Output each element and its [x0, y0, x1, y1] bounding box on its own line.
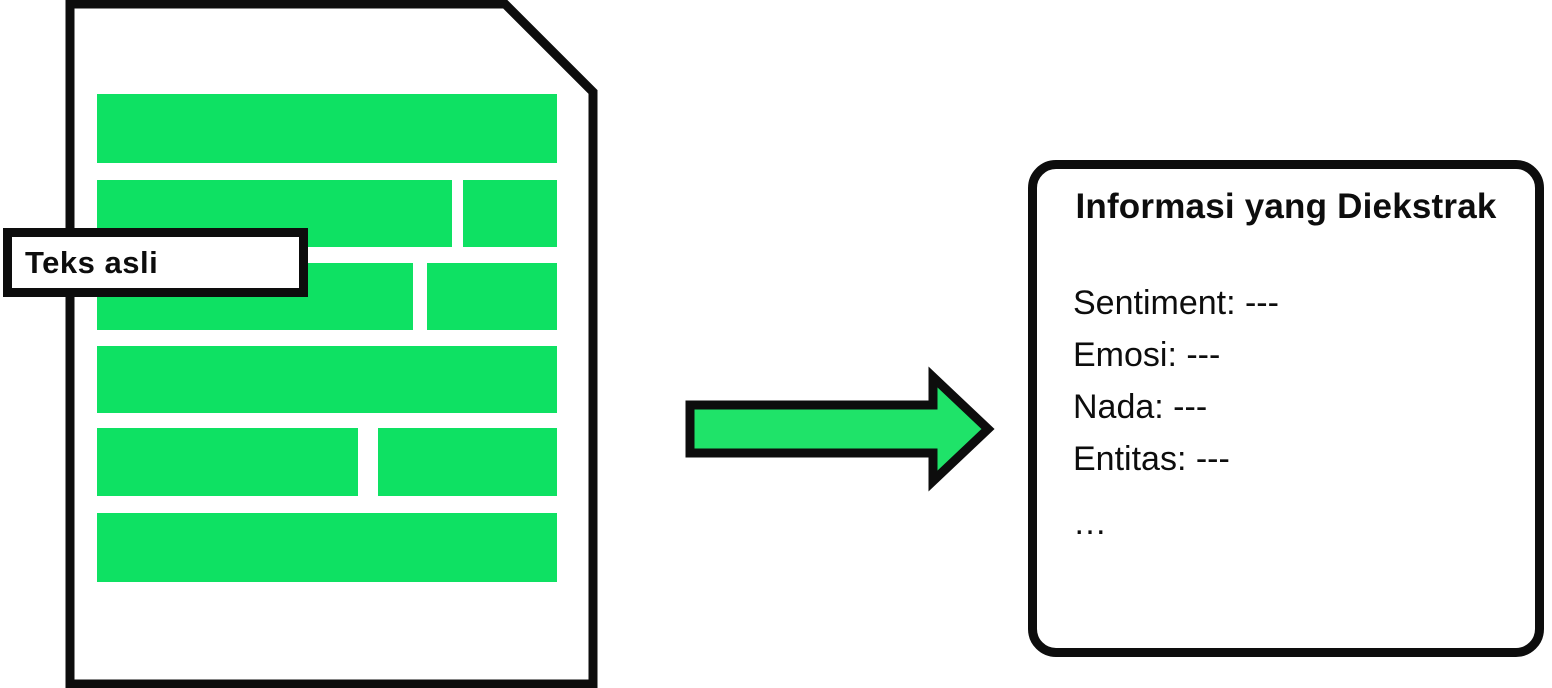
more-fields-ellipsis: … — [1073, 504, 1107, 542]
arrow-right-shape — [685, 366, 995, 492]
redacted-text-bar — [378, 428, 557, 496]
extracted-field-item: Emosi: --- — [1073, 336, 1221, 374]
extracted-field-item: Nada: --- — [1073, 388, 1208, 426]
extracted-field-item: Entitas: --- — [1073, 440, 1230, 478]
extracted-info-panel: Informasi yang Diekstrak Sentiment: --- E… — [1028, 160, 1544, 657]
redacted-text-bar — [97, 428, 358, 496]
redacted-text-bar — [97, 346, 557, 413]
redacted-text-bar — [97, 94, 557, 163]
extracted-field-item: Sentiment: --- — [1073, 284, 1279, 322]
original-text-label-text: Teks asli — [25, 244, 159, 280]
extracted-fields-list: Sentiment: --- Emosi: --- Nada: --- Entitas… — [1061, 277, 1511, 485]
redacted-text-bar — [427, 263, 557, 330]
panel-title: Informasi yang Diekstrak — [1075, 187, 1497, 226]
original-text-label: Teks asli — [3, 228, 308, 297]
redacted-text-bar — [463, 180, 557, 247]
redacted-text-bar — [97, 513, 557, 582]
